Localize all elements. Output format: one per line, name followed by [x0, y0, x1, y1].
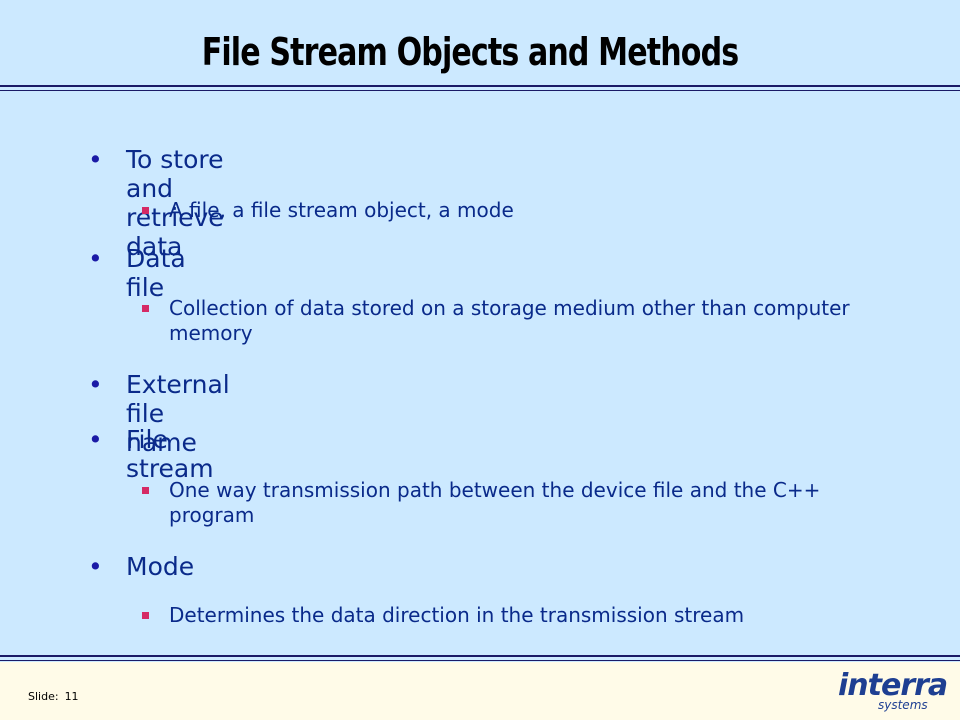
sub-bullet-text: Collection of data stored on a storage m… — [169, 296, 850, 345]
bullet-text: Mode — [126, 552, 195, 581]
title-divider-top — [0, 85, 960, 87]
slide-number: Slide: 11 — [28, 690, 85, 703]
bullet-dot-icon: • — [88, 552, 103, 581]
sub-bullet-text: Determines the data direction in the tra… — [169, 603, 745, 627]
bullet-item: • To store and retrieve data — [88, 145, 224, 261]
bullet-item: • File stream — [88, 425, 214, 483]
bullet-text: External file name — [126, 370, 230, 457]
logo-tagline: systems — [878, 698, 928, 712]
slide-number-value: 11 — [64, 690, 79, 703]
bullet-item: • External file name — [88, 370, 230, 457]
sub-bullet-text: One way transmission path between the de… — [169, 478, 821, 527]
slide-number-label: Slide: — [28, 690, 59, 703]
square-bullet-icon — [142, 612, 149, 619]
bullet-text: To store and retrieve data — [126, 145, 224, 261]
sub-bullet-item: A file, a file stream object, a mode — [142, 198, 869, 223]
title-divider-bottom — [0, 90, 960, 91]
square-bullet-icon — [142, 305, 149, 312]
bullet-text: File stream — [126, 425, 214, 483]
square-bullet-icon — [142, 207, 149, 214]
bullet-item: • Mode — [88, 552, 195, 581]
bullet-item: • Data file — [88, 244, 186, 302]
bullet-dot-icon: • — [88, 244, 103, 273]
sub-bullet-item: One way transmission path between the de… — [142, 478, 874, 528]
sub-bullet-item: Determines the data direction in the tra… — [142, 603, 909, 628]
footer-divider-bottom — [0, 660, 960, 661]
footer-divider-top — [0, 655, 960, 657]
sub-bullet-item: Collection of data stored on a storage m… — [142, 296, 859, 346]
bullet-text: Data file — [126, 244, 186, 302]
bullet-dot-icon: • — [88, 370, 103, 399]
bullet-dot-icon: • — [88, 145, 103, 174]
square-bullet-icon — [142, 487, 149, 494]
company-logo: interra systems — [838, 670, 948, 714]
logo-wordmark: interra — [838, 668, 948, 703]
footer-bar — [0, 662, 960, 720]
sub-bullet-text: A file, a file stream object, a mode — [169, 198, 514, 222]
slide-title: File Stream Objects and Methods — [201, 30, 739, 74]
bullet-dot-icon: • — [88, 425, 103, 454]
